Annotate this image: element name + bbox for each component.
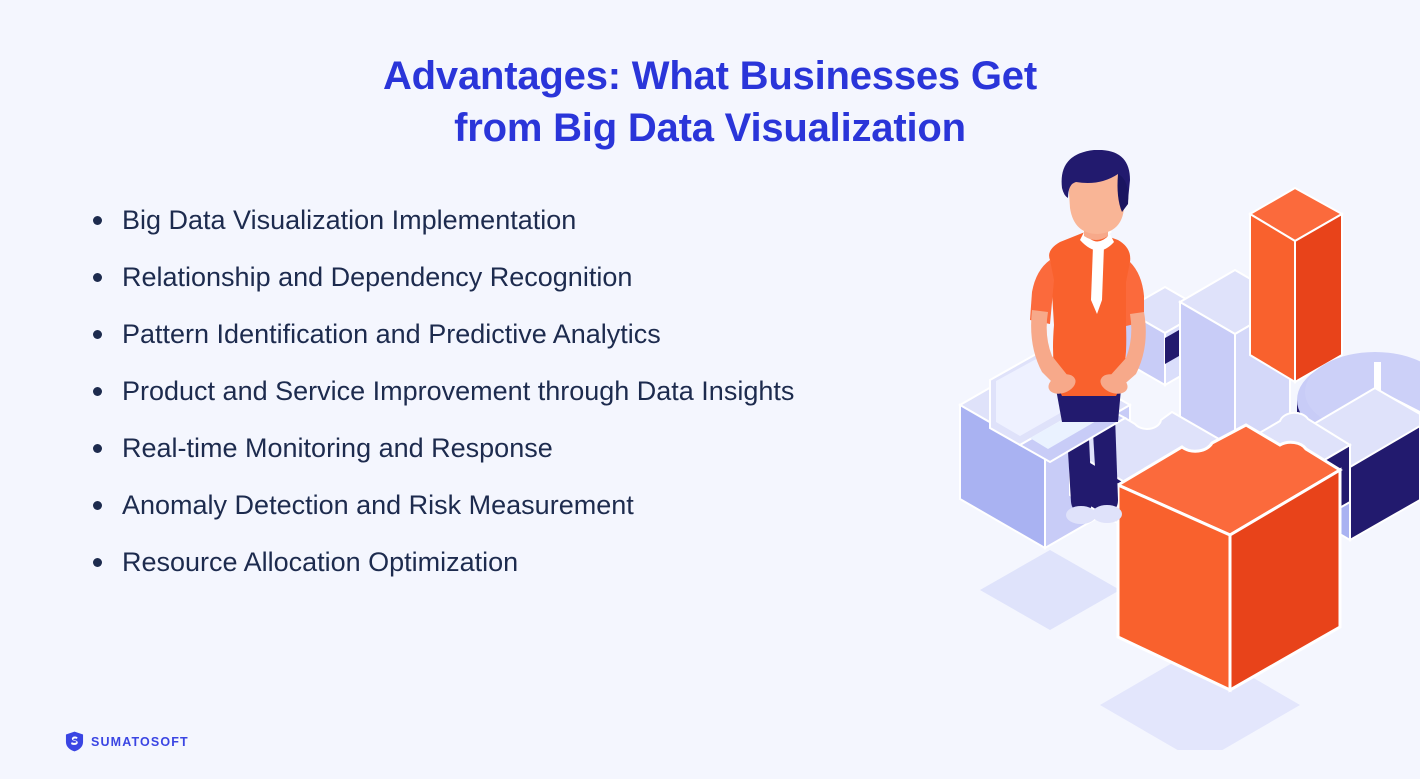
list-item-label: Product and Service Improvement through … [122,376,795,406]
person-shorts [1054,378,1122,422]
person-sleeve-right [1126,262,1144,326]
list-item: Resource Allocation Optimization [84,546,964,603]
person-neck [1084,210,1108,240]
list-item-label: Real-time Monitoring and Response [122,433,553,463]
orange-tall-bar [1248,186,1345,384]
list-item-label: Pattern Identification and Predictive An… [122,319,661,349]
page-title: Advantages: What Businesses Get from Big… [0,50,1420,154]
list-item: Product and Service Improvement through … [84,375,964,432]
person-shoe-front [1092,505,1122,523]
person-arm-left [1031,310,1068,386]
isometric-big-data-illustration [950,150,1420,750]
ground-shadows [980,445,1410,750]
person-shoe-back [1066,506,1096,524]
clock-disc [1297,352,1420,458]
logo-wordmark: SUMATOSOFT [91,734,189,749]
advantages-list: Big Data Visualization Implementation Re… [84,204,964,603]
person-collar [1080,232,1114,251]
small-light-cube [1122,285,1208,387]
person-with-laptop [989,150,1146,524]
bullet-dot-icon [93,387,102,396]
list-item-label: Resource Allocation Optimization [122,547,519,577]
list-item-label: Big Data Visualization Implementation [122,205,577,235]
bullet-dot-icon [93,501,102,510]
person-leg-front [1092,416,1118,511]
bullet-dot-icon [93,273,102,282]
list-item: Real-time Monitoring and Response [84,432,964,489]
orange-puzzle-cube [1114,423,1343,693]
list-item: Anomaly Detection and Risk Measurement [84,489,964,546]
list-item: Big Data Visualization Implementation [84,204,964,261]
person-shirt [1049,230,1131,396]
person-hair [1061,150,1130,200]
person-tie [1091,246,1104,314]
bullet-dot-icon [93,216,102,225]
person-sleeve-left [1030,260,1054,324]
list-item: Pattern Identification and Predictive An… [84,318,964,375]
list-item: Relationship and Dependency Recognition [84,261,964,318]
person-head [1068,152,1126,234]
mid-puzzle-platform [1068,410,1248,550]
list-item-label: Anomaly Detection and Risk Measurement [122,490,634,520]
clock-platform-block [1294,386,1420,542]
right-puzzle-platform [1228,411,1352,544]
sumatosoft-logo[interactable]: SUMATOSOFT [65,731,189,752]
bullet-dot-icon [93,444,102,453]
bullet-dot-icon [93,330,102,339]
tall-light-block [1178,268,1292,452]
person-hand-left [1048,374,1076,394]
title-line-2: from Big Data Visualization [454,106,966,150]
person-hand-right [1100,374,1128,394]
list-item-label: Relationship and Dependency Recognition [122,262,633,292]
bullet-dot-icon [93,558,102,567]
person-leg-back [1066,418,1092,512]
person-arm-right [1108,312,1146,388]
title-line-1: Advantages: What Businesses Get [383,54,1037,98]
shield-s-icon [65,731,84,752]
laptop [989,351,1128,464]
left-puzzle-platform [957,354,1133,550]
person-hair-side [1117,174,1129,212]
